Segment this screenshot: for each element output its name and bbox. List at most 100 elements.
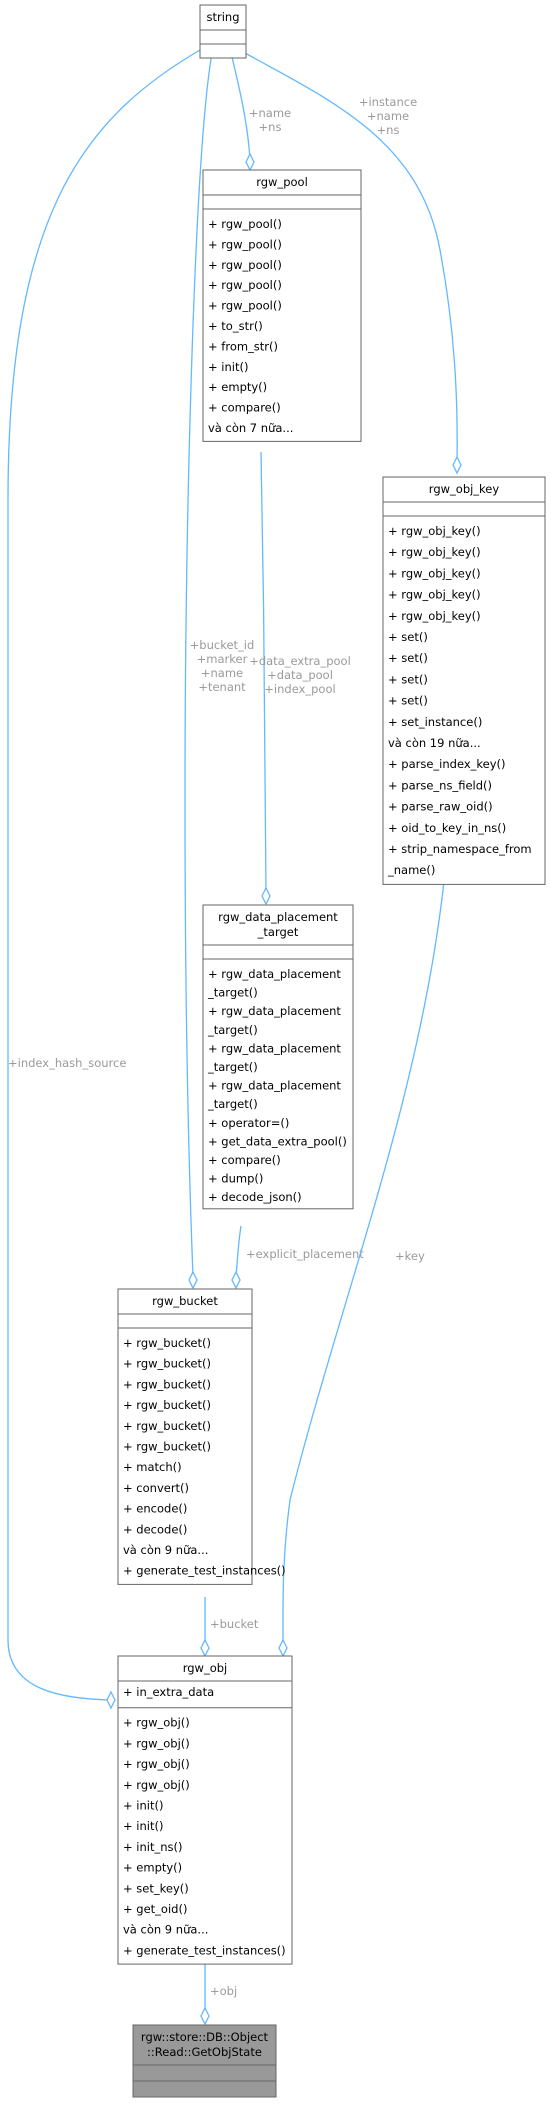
class-method: + rgw_bucket() [123,1377,211,1391]
class-method: + strip_namespace_from [388,842,532,856]
class-method: và còn 19 nữa... [388,736,481,750]
class-method: + set() [388,651,428,665]
edge-label: +key [395,1249,425,1263]
class-method: _target() [207,1060,258,1074]
class-method: + rgw_pool() [208,299,282,313]
class-box [202,169,362,442]
aggregation-diamond-icon [452,455,462,475]
class-method: + rgw_pool() [208,217,282,231]
class-method: + set() [388,630,428,644]
class-method: + init_ns() [123,1840,182,1854]
aggregation-diamond-icon [231,1270,241,1290]
class-method: + rgw_data_placement [208,1079,341,1093]
class-method: + rgw_data_placement [208,1004,341,1018]
class-method: _name() [387,863,435,877]
class-title: rgw_obj_key [429,482,500,496]
edge-line [244,52,458,463]
class-node-rgw-pool[interactable]: rgw_pool + rgw_pool() + rgw_pool() + rgw_po… [202,169,362,442]
class-method: + init() [123,1819,163,1833]
class-method: + rgw_obj() [123,1757,190,1771]
class-node-rgw-data-placement-target[interactable]: rgw_data_placement_target+ rgw_data_plac… [202,904,354,1210]
edge-label: +tenant [198,680,246,694]
class-title: rgw_obj [183,1661,228,1675]
class-method: + rgw_obj_key() [388,609,481,623]
class-method: + rgw_pool() [208,278,282,292]
class-box [382,476,546,885]
class-method: + rgw_obj_key() [388,566,481,580]
class-title: string [206,10,239,24]
class-method: + rgw_obj_key() [388,545,481,559]
class-method: + rgw_pool() [208,237,282,251]
edge-label: +explicit_placement [246,1247,364,1261]
class-method: + decode() [123,1522,187,1536]
class-method: _target() [207,1023,258,1037]
edge-line [282,880,445,1646]
aggregation-diamond-icon [200,1638,210,1658]
class-method: + init() [123,1799,163,1813]
aggregation-diamond-icon [188,1270,198,1290]
class-method: + set_instance() [388,715,482,729]
association-edge: +bucket_id+marker+name+tenant [184,52,255,1290]
class-method: + rgw_obj() [123,1716,190,1730]
class-node-rgw-bucket[interactable]: rgw_bucket + rgw_bucket() + rgw_bucket() + … [117,1288,286,1585]
class-method: + from_str() [208,339,278,353]
association-edge: +key [278,880,445,1658]
class-node-string[interactable]: string [199,4,247,59]
class-method: + encode() [123,1502,187,1516]
class-method: + rgw_bucket() [123,1336,211,1350]
edge-line [230,52,251,161]
class-method: + rgw_obj() [123,1736,190,1750]
class-method: + parse_ns_field() [388,778,492,792]
class-method: + operator=() [208,1116,289,1130]
edge-label: +obj [210,1984,237,1998]
class-method: + generate_test_instances() [123,1943,286,1957]
edge-label: +index_hash_source [8,1056,126,1070]
class-box [117,1288,253,1585]
class-method: + rgw_bucket() [123,1440,211,1454]
class-method: + rgw_bucket() [123,1398,211,1412]
class-method: + set() [388,694,428,708]
class-method: + generate_test_instances() [123,1564,286,1578]
class-title: rgw::store::DB::Object [141,2030,269,2044]
edge-label: +bucket [210,1617,259,1631]
class-method: + decode_json() [208,1190,302,1204]
class-method: + get_oid() [123,1902,187,1916]
class-method: + empty() [123,1861,182,1875]
aggregation-diamond-icon [200,2006,210,2026]
class-title: rgw_pool [256,175,308,189]
class-method: _target() [207,986,258,1000]
class-method: + rgw_obj_key() [388,524,481,538]
class-method: + init() [208,360,248,374]
class-method: + set() [388,672,428,686]
class-method: + get_data_extra_pool() [208,1134,347,1148]
class-title: rgw_data_placement [218,910,338,924]
class-node-rgw-obj-key[interactable]: rgw_obj_key + rgw_obj_key() + rgw_obj_key(… [382,476,546,885]
edge-line [184,52,213,1278]
class-node-getobjstate[interactable]: rgw::store::DB::Object::Read::GetObjStat… [132,2024,277,2098]
class-method: + rgw_obj_key() [388,588,481,602]
aggregation-diamond-icon [261,886,271,906]
edge-line [235,1225,242,1278]
class-method: + rgw_data_placement [208,967,341,981]
class-method: + compare() [208,401,281,415]
class-method: và còn 9 nữa... [123,1923,208,1937]
class-node-rgw-obj[interactable]: rgw_obj+ in_extra_data+ rgw_obj()+ rgw_o… [117,1655,293,1965]
class-method: + convert() [123,1481,189,1495]
class-title: rgw_bucket [152,1294,218,1308]
edge-label: +bucket_id [190,638,255,652]
class-method: + to_str() [208,319,263,333]
association-edge: +data_extra_pool+data_pool+index_pool [249,451,351,906]
edge-label: +ns [259,120,282,134]
aggregation-diamond-icon [278,1638,288,1658]
aggregation-diamond-icon [245,152,255,172]
class-method: + rgw_bucket() [123,1419,211,1433]
class-method: + compare() [208,1153,281,1167]
class-method: + parse_index_key() [388,757,506,771]
class-method: + rgw_bucket() [123,1357,211,1371]
class-title: ::Read::GetObjState [147,2045,262,2059]
association-edge: +bucket [200,1597,259,1658]
class-method: và còn 7 nữa... [208,421,293,435]
class-method: + rgw_obj() [123,1778,190,1792]
class-box [199,4,247,59]
